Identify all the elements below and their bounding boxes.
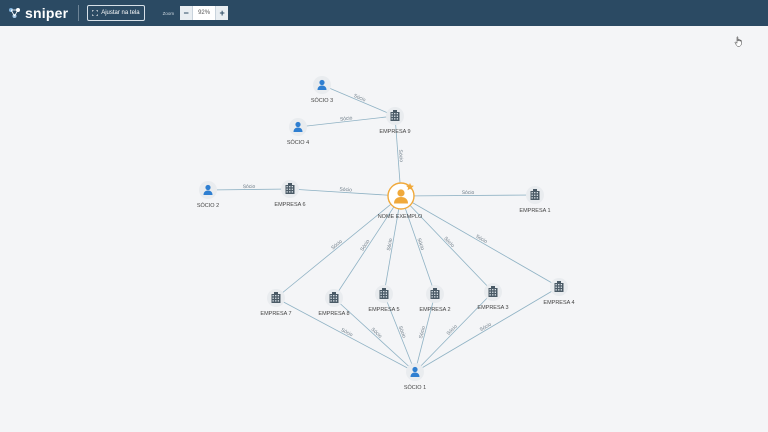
edge-label: Sócio bbox=[370, 327, 383, 340]
node-e3[interactable]: EMPRESA 3 bbox=[477, 283, 509, 311]
edge-s4-e9[interactable] bbox=[297, 115, 396, 128]
hand-cursor-icon bbox=[734, 36, 742, 47]
node-e5[interactable]: EMPRESA 5 bbox=[368, 285, 400, 313]
node-s2[interactable]: SÓCIO 2 bbox=[197, 181, 219, 209]
fit-to-screen-label: Ajustar na tela bbox=[101, 10, 140, 16]
edge-label: Sócio bbox=[330, 239, 344, 252]
zoom-out-button[interactable]: − bbox=[180, 6, 193, 20]
node-label: SÓCIO 4 bbox=[287, 139, 309, 146]
edge-e3-s1[interactable] bbox=[414, 291, 494, 373]
edge-e5-s1[interactable] bbox=[383, 293, 416, 373]
zoom-in-button[interactable]: + bbox=[216, 6, 229, 20]
node-label: SÓCIO 3 bbox=[311, 97, 333, 104]
building-icon bbox=[390, 110, 400, 121]
edge-label: Sócio bbox=[446, 324, 459, 337]
edge-center-e7[interactable] bbox=[275, 195, 402, 299]
edge-label: Sócio bbox=[359, 239, 371, 253]
edge-label: Sócio bbox=[474, 234, 488, 246]
node-s3[interactable]: SÓCIO 3 bbox=[311, 76, 333, 104]
edge-e6-center[interactable] bbox=[289, 188, 402, 197]
node-e8[interactable]: EMPRESA 8 bbox=[318, 289, 350, 317]
node-e7[interactable]: EMPRESA 7 bbox=[260, 289, 292, 317]
person-icon bbox=[293, 121, 303, 132]
nodes-layer: NOME EXEMPLO SÓCIO 3 EMPRESA 9 SÓCIO 4 SÓCIO… bbox=[197, 76, 575, 391]
edge-label: Sócio bbox=[243, 184, 256, 190]
node-e1[interactable]: EMPRESA 1 bbox=[519, 186, 551, 214]
edge-label: Sócio bbox=[397, 149, 404, 162]
user-avatar-icon bbox=[394, 189, 408, 204]
building-icon bbox=[554, 281, 564, 292]
zoom-value[interactable]: 92% bbox=[192, 6, 217, 20]
edge-label: Sócio bbox=[442, 236, 455, 249]
node-label: EMPRESA 9 bbox=[379, 129, 410, 135]
building-icon bbox=[488, 286, 498, 297]
node-label: EMPRESA 2 bbox=[419, 307, 450, 313]
edge-label: Sócio bbox=[340, 115, 353, 122]
edge-e8-s1[interactable] bbox=[333, 297, 416, 373]
edge-s2-e6[interactable] bbox=[207, 188, 291, 191]
node-e9[interactable]: EMPRESA 9 bbox=[379, 107, 411, 135]
edge-label: Sócio bbox=[353, 93, 367, 103]
edge-center-e5[interactable] bbox=[383, 195, 402, 295]
building-icon bbox=[530, 189, 540, 200]
edge-e4-s1[interactable] bbox=[414, 286, 560, 373]
toolbar-divider bbox=[78, 5, 80, 21]
building-icon bbox=[285, 183, 295, 194]
edge-center-e3[interactable] bbox=[400, 195, 494, 293]
edge-label: Sócio bbox=[479, 321, 493, 333]
node-label: EMPRESA 8 bbox=[318, 311, 349, 317]
top-toolbar: sniper Ajustar na tela Zoom − 92% + bbox=[0, 0, 768, 26]
node-label: EMPRESA 4 bbox=[543, 300, 574, 306]
logo-text: sniper bbox=[25, 5, 69, 21]
edge-label: Sócio bbox=[397, 325, 407, 339]
star-icon bbox=[406, 183, 414, 191]
edge-label: Sócio bbox=[340, 327, 354, 338]
fit-to-screen-button[interactable]: Ajustar na tela bbox=[87, 5, 145, 21]
building-icon bbox=[430, 288, 440, 299]
node-e6[interactable]: EMPRESA 6 bbox=[274, 180, 306, 208]
edge-e2-s1[interactable] bbox=[414, 293, 436, 373]
node-label: EMPRESA 7 bbox=[260, 311, 291, 317]
node-label: EMPRESA 6 bbox=[274, 202, 305, 208]
node-label: EMPRESA 1 bbox=[519, 208, 550, 214]
edge-label: Sócio bbox=[418, 325, 427, 339]
edge-center-e2[interactable] bbox=[400, 195, 436, 295]
building-icon bbox=[329, 292, 339, 303]
building-icon bbox=[379, 288, 389, 299]
zoom-control: − 92% + bbox=[180, 6, 229, 20]
node-label: SÓCIO 2 bbox=[197, 202, 219, 209]
sniper-logo[interactable]: sniper bbox=[8, 0, 68, 26]
node-e2[interactable]: EMPRESA 2 bbox=[419, 285, 451, 313]
edge-s3-e9[interactable] bbox=[321, 84, 396, 117]
node-label: SÓCIO 1 bbox=[404, 384, 426, 391]
node-s4[interactable]: SÓCIO 4 bbox=[287, 118, 309, 146]
person-icon bbox=[203, 184, 213, 195]
node-s1[interactable]: SÓCIO 1 bbox=[404, 363, 426, 391]
zoom-label: Zoom bbox=[162, 10, 175, 16]
building-icon bbox=[271, 292, 281, 303]
node-label: EMPRESA 5 bbox=[368, 307, 399, 313]
node-label: EMPRESA 3 bbox=[477, 305, 508, 311]
sniper-logo-icon bbox=[9, 8, 20, 18]
edge-center-e1[interactable] bbox=[400, 194, 536, 197]
node-e4[interactable]: EMPRESA 4 bbox=[543, 278, 575, 306]
edge-label: Sócio bbox=[386, 238, 394, 252]
node-label: NOME EXEMPLO bbox=[378, 214, 423, 220]
edge-e7-s1[interactable] bbox=[275, 297, 416, 373]
node-center[interactable]: NOME EXEMPLO bbox=[378, 182, 423, 220]
person-icon bbox=[317, 79, 327, 90]
person-icon bbox=[410, 366, 420, 377]
edge-label: Sócio bbox=[339, 187, 352, 194]
edge-label: Sócio bbox=[415, 237, 425, 251]
fit-screen-icon bbox=[92, 10, 99, 16]
edge-center-e4[interactable] bbox=[400, 195, 560, 288]
edge-center-e8[interactable] bbox=[333, 195, 402, 299]
edge-label: Sócio bbox=[462, 190, 475, 196]
